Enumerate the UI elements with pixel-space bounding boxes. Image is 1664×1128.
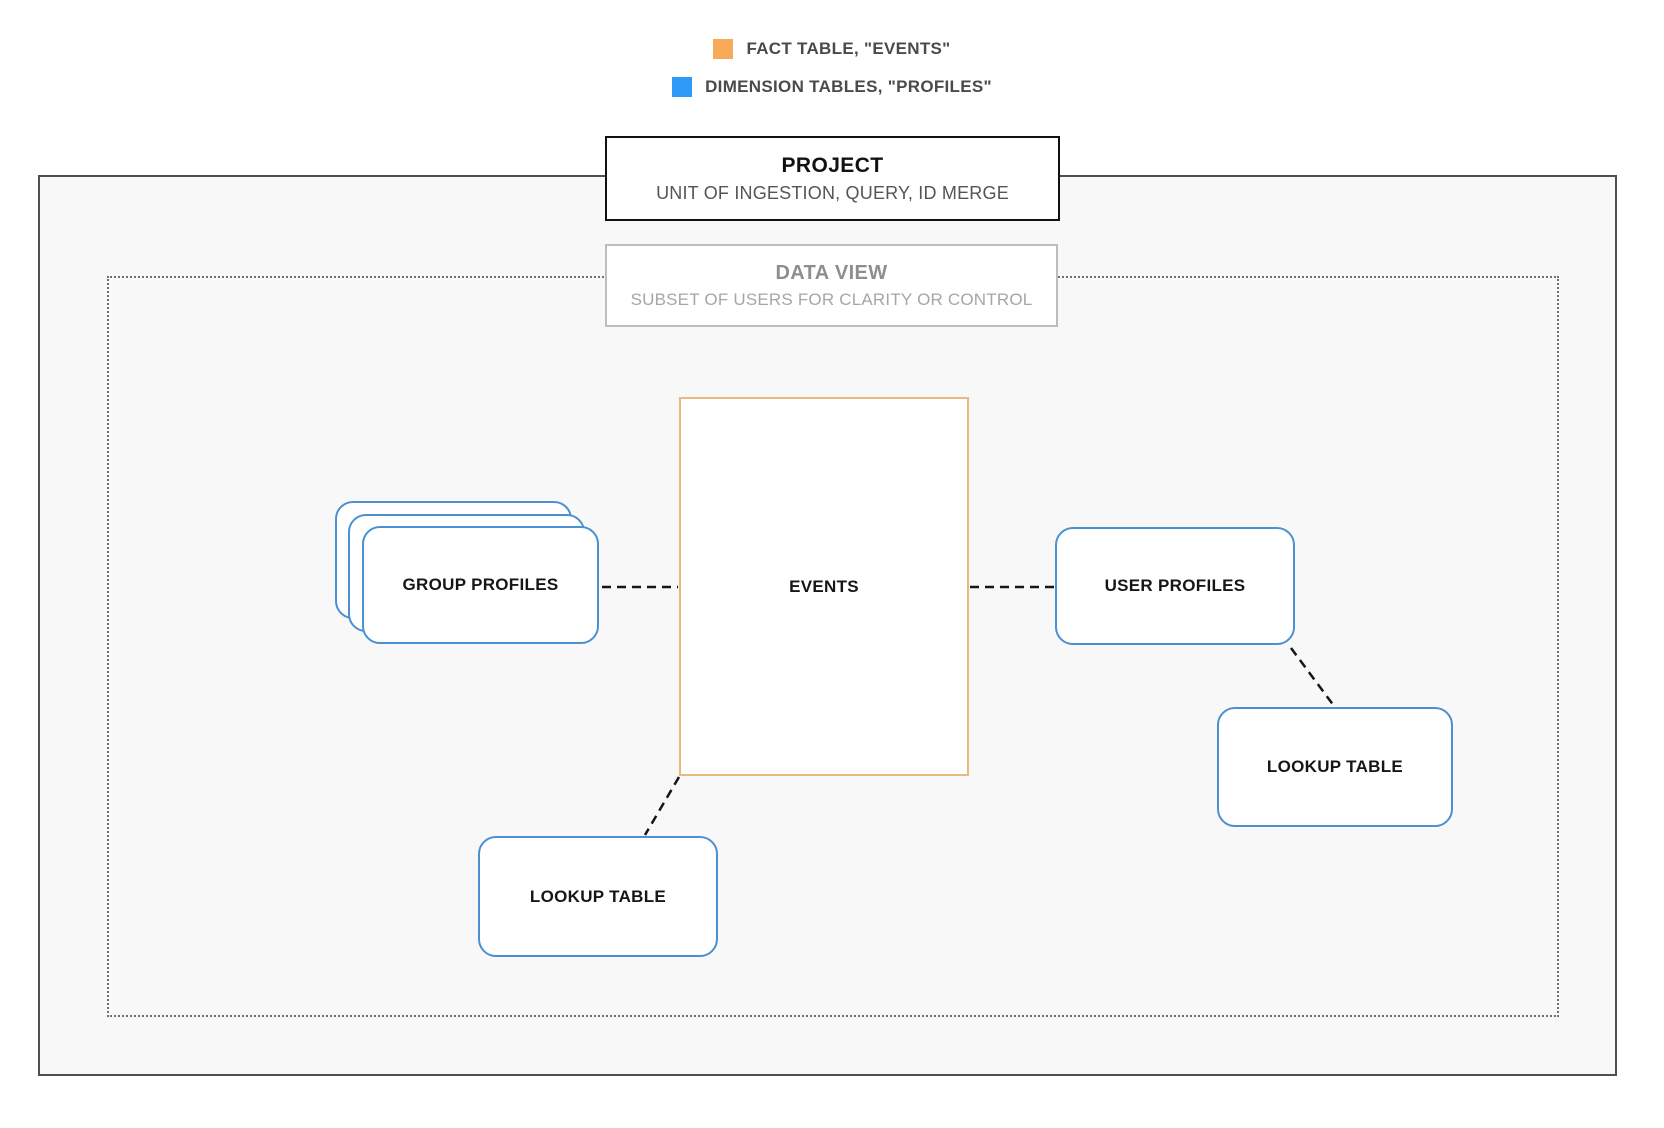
node-lookup-table-bottom-label: LOOKUP TABLE [529, 886, 667, 906]
data-view-title: DATA VIEW [775, 261, 888, 284]
node-group-profiles: GROUP PROFILES [362, 526, 599, 644]
node-events-label: EVENTS [789, 576, 859, 596]
dimension-tables-swatch-icon [672, 77, 693, 97]
legend-label: FACT TABLE, "EVENTS" [746, 39, 951, 58]
data-view-header-box: DATA VIEW SUBSET OF USERS FOR CLARITY OR… [605, 244, 1058, 327]
node-lookup-table-right: LOOKUP TABLE [1217, 707, 1453, 827]
fact-table-swatch-icon [713, 39, 734, 59]
node-user-profiles-label: USER PROFILES [1104, 576, 1246, 595]
project-header-box: PROJECT UNIT OF INGESTION, QUERY, ID MER… [605, 136, 1060, 221]
project-title: PROJECT [781, 153, 884, 177]
node-group-profiles-label: GROUP PROFILES [402, 575, 559, 594]
node-lookup-table-right-label: LOOKUP TABLE [1266, 757, 1404, 776]
node-events: EVENTS [679, 397, 969, 776]
legend-item-dimension-tables: DIMENSION TABLES, "PROFILES" [0, 75, 1664, 99]
node-user-profiles: USER PROFILES [1055, 527, 1295, 645]
node-lookup-table-bottom: LOOKUP TABLE [478, 836, 718, 957]
data-view-subtitle: SUBSET OF USERS FOR CLARITY OR CONTROL [630, 289, 1033, 309]
legend-item-fact-table: FACT TABLE, "EVENTS" [0, 37, 1664, 61]
legend-label: DIMENSION TABLES, "PROFILES" [705, 77, 992, 96]
project-subtitle: UNIT OF INGESTION, QUERY, ID MERGE [656, 182, 1009, 203]
